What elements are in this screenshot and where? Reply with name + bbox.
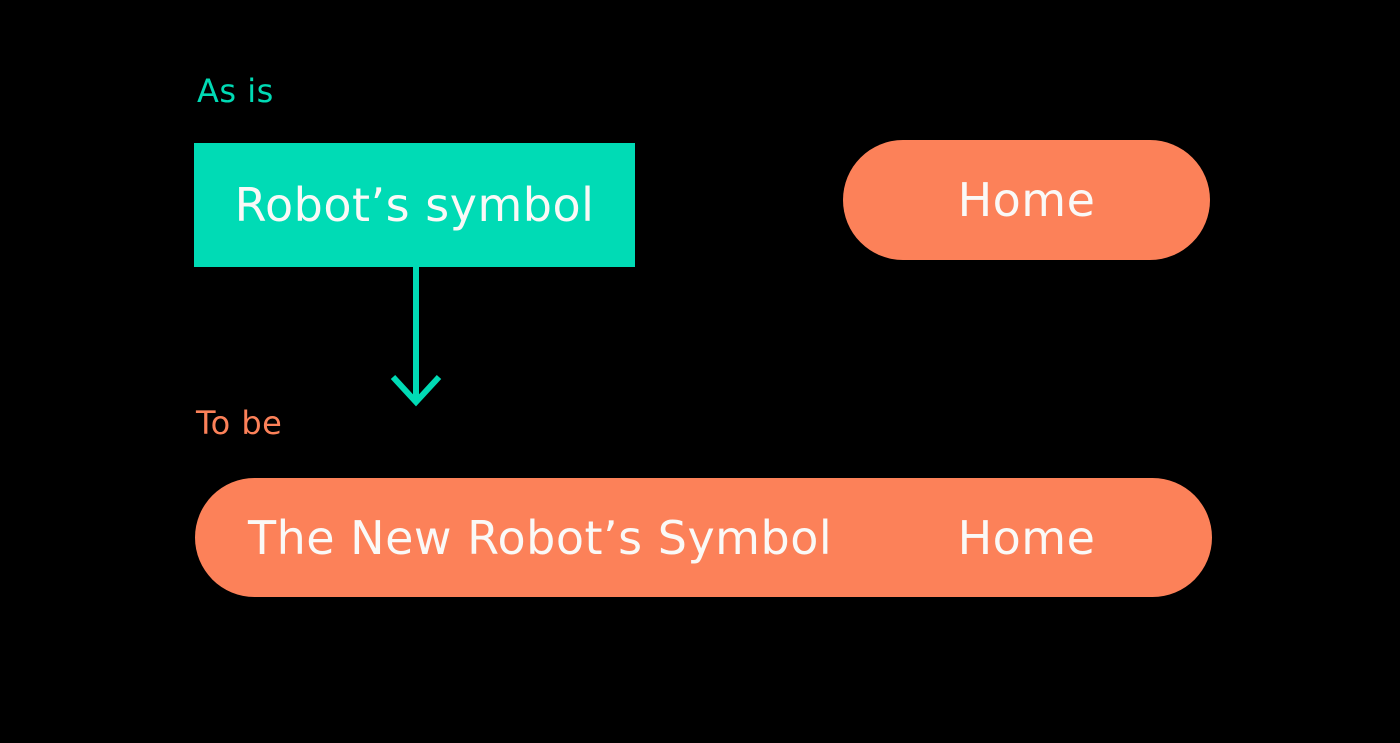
as-is-label: As is	[197, 72, 274, 110]
new-robot-symbol-label: The New Robot’s Symbol	[248, 510, 833, 565]
home-button-label: Home	[957, 173, 1096, 227]
down-arrow-icon	[390, 267, 442, 407]
merged-nav-bar[interactable]: The New Robot’s Symbol Home	[195, 478, 1212, 597]
home-button[interactable]: Home	[843, 140, 1210, 260]
robot-symbol-box[interactable]: Robot’s symbol	[194, 143, 635, 267]
to-be-label: To be	[196, 404, 283, 442]
merged-home-label: Home	[957, 510, 1096, 565]
robot-symbol-label: Robot’s symbol	[234, 178, 595, 232]
